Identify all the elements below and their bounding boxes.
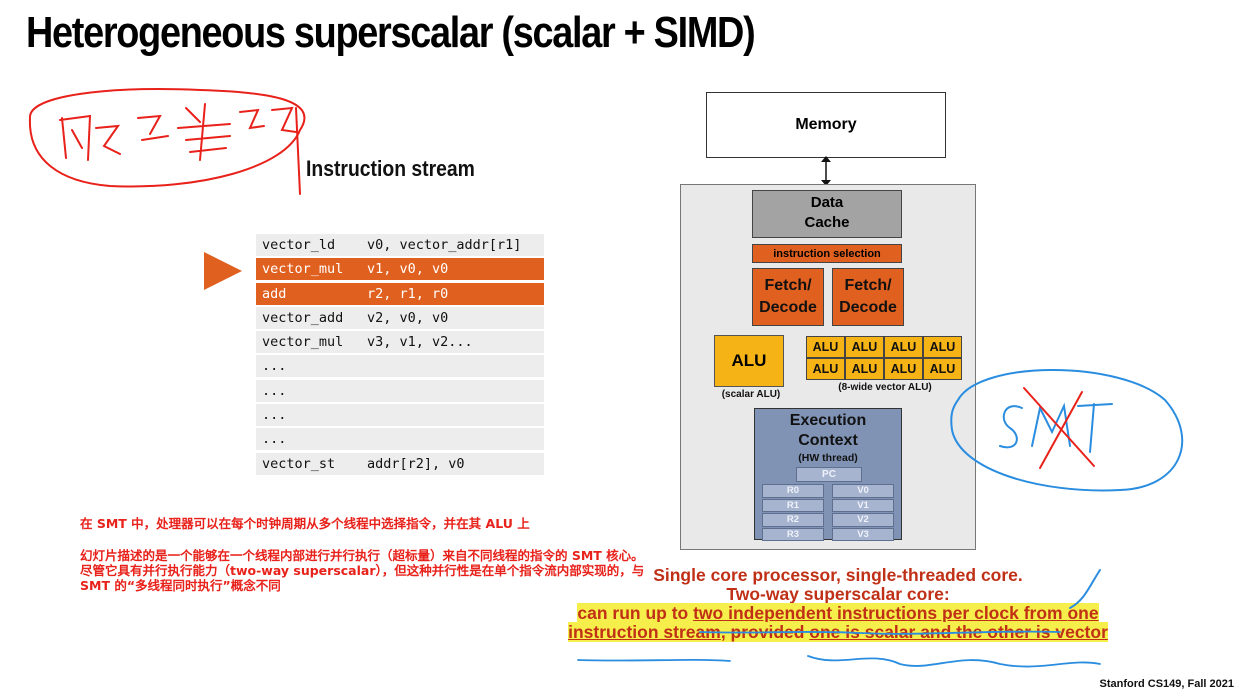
instruction-opcode: vector_add xyxy=(262,309,344,326)
vector-register: V3 xyxy=(832,527,894,541)
instruction-operands: v1, v0, v0 xyxy=(367,261,449,278)
vector-register: V0 xyxy=(832,484,894,498)
hw-thread-label: (HW thread) xyxy=(798,452,858,464)
pc-register: PC xyxy=(796,467,862,482)
instruction-operands: v0, vector_addr[r1] xyxy=(367,237,522,253)
vector-alu-lane: ALU xyxy=(924,359,961,379)
instruction-opcode: vector_ld xyxy=(262,237,336,253)
instruction-opcode: ... xyxy=(262,358,287,375)
data-cache-label-1: Data xyxy=(810,194,844,211)
vector-alu-lane: ALU xyxy=(846,337,883,357)
instruction-selection-block: instruction selection xyxy=(752,244,902,263)
vector-alu-lane: ALU xyxy=(846,359,883,379)
instruction-operands: r2, r1, r0 xyxy=(367,285,449,302)
vector-alu-lane: ALU xyxy=(885,359,922,379)
instruction-row: vector_st addr[r2], v0 xyxy=(256,452,544,475)
instruction-opcode: vector_st xyxy=(262,455,336,472)
fetch-decode-unit-1: Fetch/ Decode xyxy=(752,268,824,326)
scalar-register: R2 xyxy=(762,513,824,527)
execution-context-title: Execution Context xyxy=(754,411,902,451)
instruction-row: vector_ld v0, vector_addr[r1] xyxy=(256,234,544,256)
instruction-list: vector_ld v0, vector_addr[r1] vector_mul v1… xyxy=(256,234,544,477)
instruction-row: ... xyxy=(256,404,544,427)
instruction-row: vector_add v2, v0, v0 xyxy=(256,306,544,329)
description-line-1: Single core processor, single-threaded c… xyxy=(653,565,1023,585)
chinese-note-paragraph: 幻灯片描述的是一个能够在一个线程内部进行并行执行（超标量）来自不同线程的指令的 … xyxy=(80,548,645,593)
instruction-operands: v3, v1, v2... xyxy=(367,334,473,351)
vector-register: V2 xyxy=(832,513,894,527)
scalar-register: R0 xyxy=(762,484,824,498)
vector-alu-lane: ALU xyxy=(924,337,961,357)
execution-context-label-2: Context xyxy=(798,432,858,449)
vector-register: V1 xyxy=(832,498,894,512)
instruction-row: vector_mul v1, v0, v0 xyxy=(256,258,544,281)
slide-title: Heterogeneous superscalar (scalar + SIMD… xyxy=(26,8,756,57)
instruction-opcode: ... xyxy=(262,431,287,448)
instruction-operands: v2, v0, v0 xyxy=(367,309,449,326)
slide-footer: Stanford CS149, Fall 2021 xyxy=(1099,678,1235,690)
description-line-2: Two-way superscalar core: xyxy=(726,584,950,604)
scalar-alu-caption: (scalar ALU) xyxy=(721,389,781,400)
memory-block: Memory xyxy=(706,92,946,158)
description-line-3: can run up to two independent instructio… xyxy=(560,603,1116,623)
instruction-row: ... xyxy=(256,355,544,378)
instruction-opcode: vector_mul xyxy=(262,334,344,351)
current-instruction-arrow-icon xyxy=(204,252,242,290)
red-ink-scribble-icon xyxy=(28,88,306,195)
instruction-opcode: ... xyxy=(262,382,287,399)
execution-context-label-1: Execution xyxy=(789,412,867,429)
description-line-4: instruction stream, provided one is scal… xyxy=(560,622,1116,642)
vector-alu-lane: ALU xyxy=(807,359,844,379)
memory-cache-connector-icon xyxy=(821,156,831,186)
instruction-opcode: vector_mul xyxy=(262,261,344,278)
vector-alu-caption: (8-wide vector ALU) xyxy=(838,382,932,393)
fetch-decode-unit-2: Fetch/ Decode xyxy=(832,268,904,326)
scalar-register: R1 xyxy=(762,498,824,512)
description-line-3b: two independent instructions per clock f… xyxy=(693,603,1068,623)
fetch-decode-2-label-1: Fetch/ xyxy=(844,277,892,294)
fetch-decode-1-label-1: Fetch/ xyxy=(764,277,812,294)
vector-alu-lane: ALU xyxy=(885,337,922,357)
chinese-note-line-1: 在 SMT 中，处理器可以在每个时钟周期从多个线程中选择指令，并在其 ALU 上 xyxy=(80,516,530,531)
core-description: Single core processor, single-threaded c… xyxy=(560,566,1116,642)
description-line-4c: one is scalar and the other is vector xyxy=(809,622,1108,642)
instruction-stream-label: Instruction stream xyxy=(306,156,475,181)
description-line-3a: can run up to xyxy=(577,603,694,623)
fetch-decode-1-label-2: Decode xyxy=(759,299,817,316)
description-line-4a: instruction stream xyxy=(568,622,721,642)
instruction-opcode: add xyxy=(262,285,287,302)
instruction-row: vector_mul v3, v1, v2... xyxy=(256,331,544,354)
instruction-row: ... xyxy=(256,379,544,402)
fetch-decode-2-label-2: Decode xyxy=(839,299,897,316)
data-cache-label-2: Cache xyxy=(804,214,850,231)
data-cache-block: Data Cache xyxy=(752,190,902,238)
description-line-3c: one xyxy=(1067,603,1099,623)
vector-alu-lane: ALU xyxy=(807,337,844,357)
scalar-register: R3 xyxy=(762,527,824,541)
scalar-alu-block: ALU xyxy=(714,335,784,387)
instruction-operands: addr[r2], v0 xyxy=(367,455,465,472)
instruction-row: add r2, r1, r0 xyxy=(256,282,544,305)
description-line-4b: , provided xyxy=(720,622,810,642)
instruction-opcode: ... xyxy=(262,407,287,424)
instruction-row: ... xyxy=(256,428,544,451)
red-ink-cross-icon xyxy=(1023,387,1095,469)
